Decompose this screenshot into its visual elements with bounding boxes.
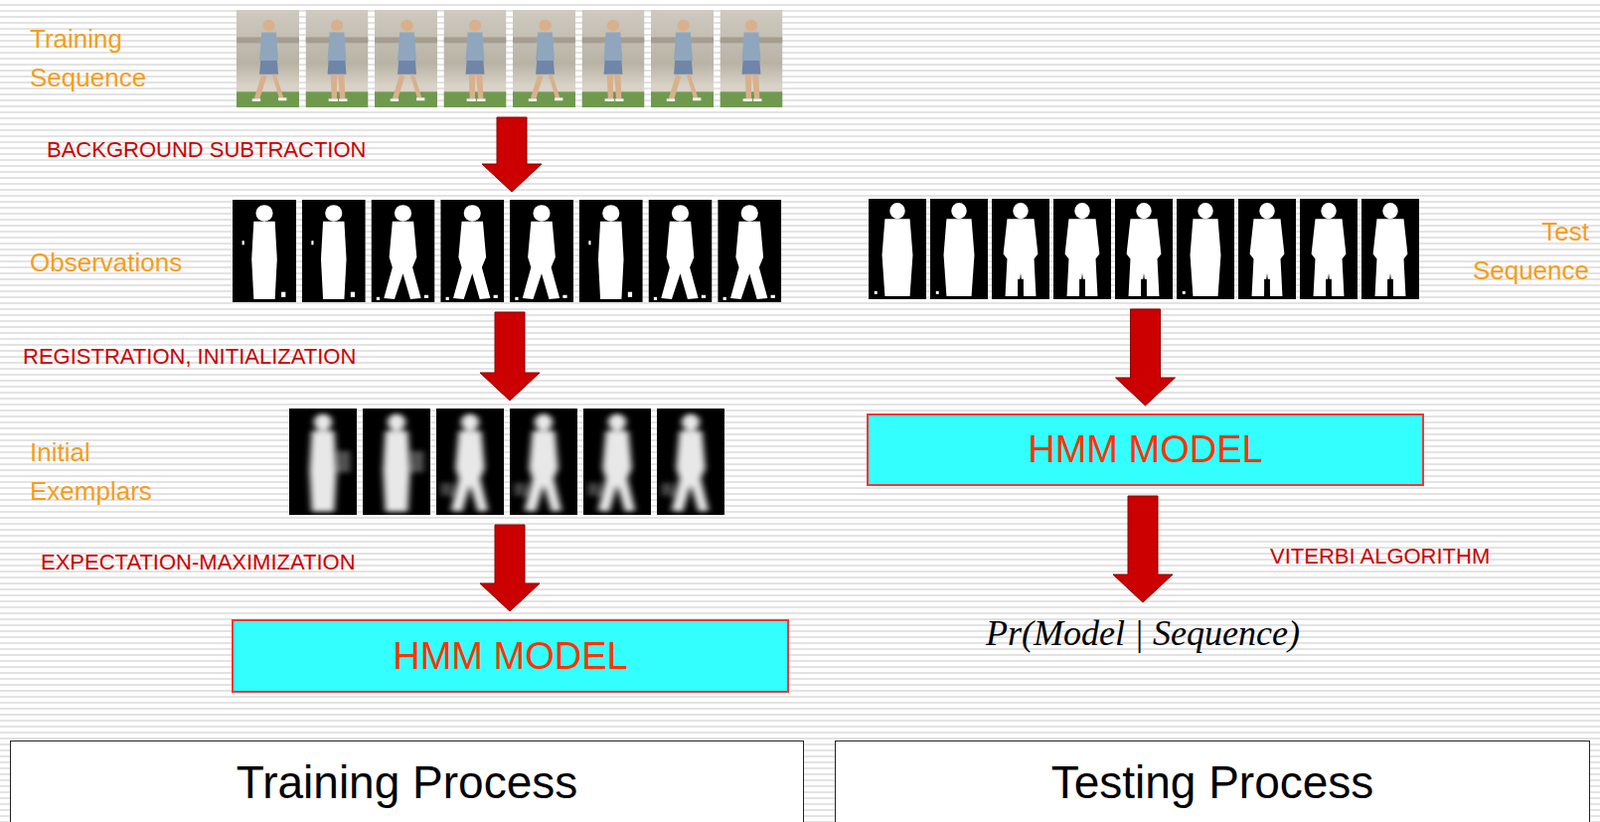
section-caption-box: Training Process [9,740,804,822]
block-arrow [1116,309,1176,406]
block-arrow [481,117,542,192]
sequence-label: Observations [29,243,224,283]
block-arrow [480,312,540,401]
step-label: EXPECTATION-MAXIMIZATION [40,549,356,576]
model-box: HMM MODEL [231,619,790,693]
model-label: HMM MODEL [1027,428,1263,472]
model-box: HMM MODEL [866,413,1425,486]
image-sequence: Test Sequence [868,198,1423,300]
block-arrow [480,524,540,612]
step-label: REGISTRATION, INITIALIZATION [22,343,356,370]
caption-text: Testing Process [1051,755,1375,809]
model-label: HMM MODEL [392,635,628,678]
image-sequence: Observations [232,199,788,303]
sequence-label: Test Sequence [1440,212,1590,291]
image-sequence: Initial Exemplars [289,408,731,515]
step-label: VITERBI ALGORITHM [1270,543,1490,570]
sequence-label: Training Sequence [29,19,204,98]
section-caption-box: Testing Process [834,740,1591,822]
formula-text: Pr(Model | Sequence) [985,612,1300,654]
step-label: BACKGROUND SUBTRACTION [46,137,366,163]
block-arrow [1113,495,1173,603]
result-formula: Pr(Model | Sequence) [977,610,1308,656]
image-sequence: Training Sequence [236,9,790,108]
sequence-label: Initial Exemplars [29,433,204,511]
caption-text: Training Process [236,755,578,809]
